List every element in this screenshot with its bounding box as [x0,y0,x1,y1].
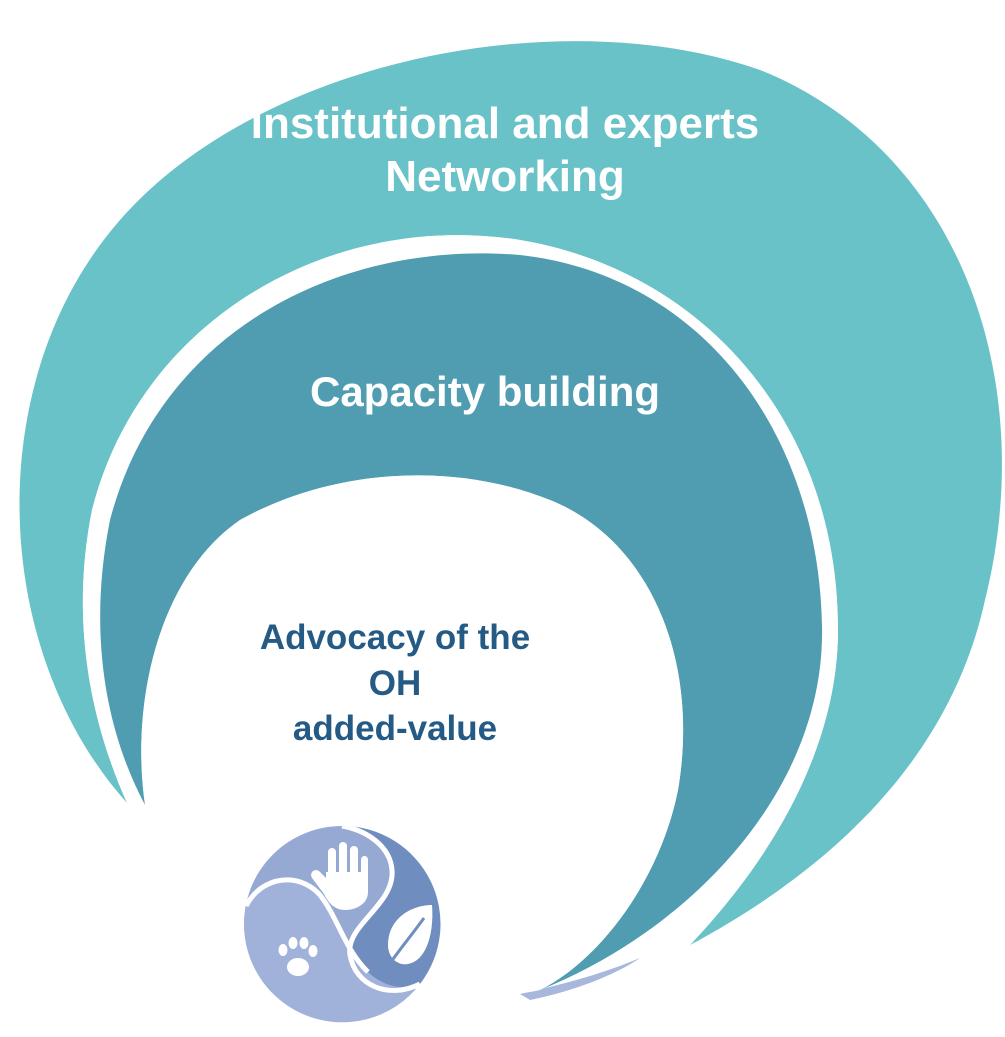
middle-ring-tail [520,958,640,1000]
logo-divider-2 [243,877,370,974]
inner-circle-label-line1: Advocacy of the [259,618,531,657]
outer-ring-label-line1: Institutional and experts [250,99,760,148]
leaf-icon [382,905,433,973]
hand-icon [311,842,368,910]
one-health-logo [243,823,441,1023]
inner-circle-label: Advocacy of the OH added-value [215,615,575,752]
inner-circle-label-line2: OH [368,663,422,703]
middle-ring-capacity [100,253,823,991]
inner-circle-label-line3: added-value [292,709,498,748]
outer-ring-label-line2: Networking [385,151,625,201]
outer-ring-label: Institutional and experts Networking [200,98,810,204]
middle-ring-label: Capacity building [230,367,740,417]
paw-icon [278,937,318,976]
logo-divider-1 [341,823,422,993]
outer-ring-networking [19,41,1002,945]
middle-ring-label-text: Capacity building [309,368,661,415]
